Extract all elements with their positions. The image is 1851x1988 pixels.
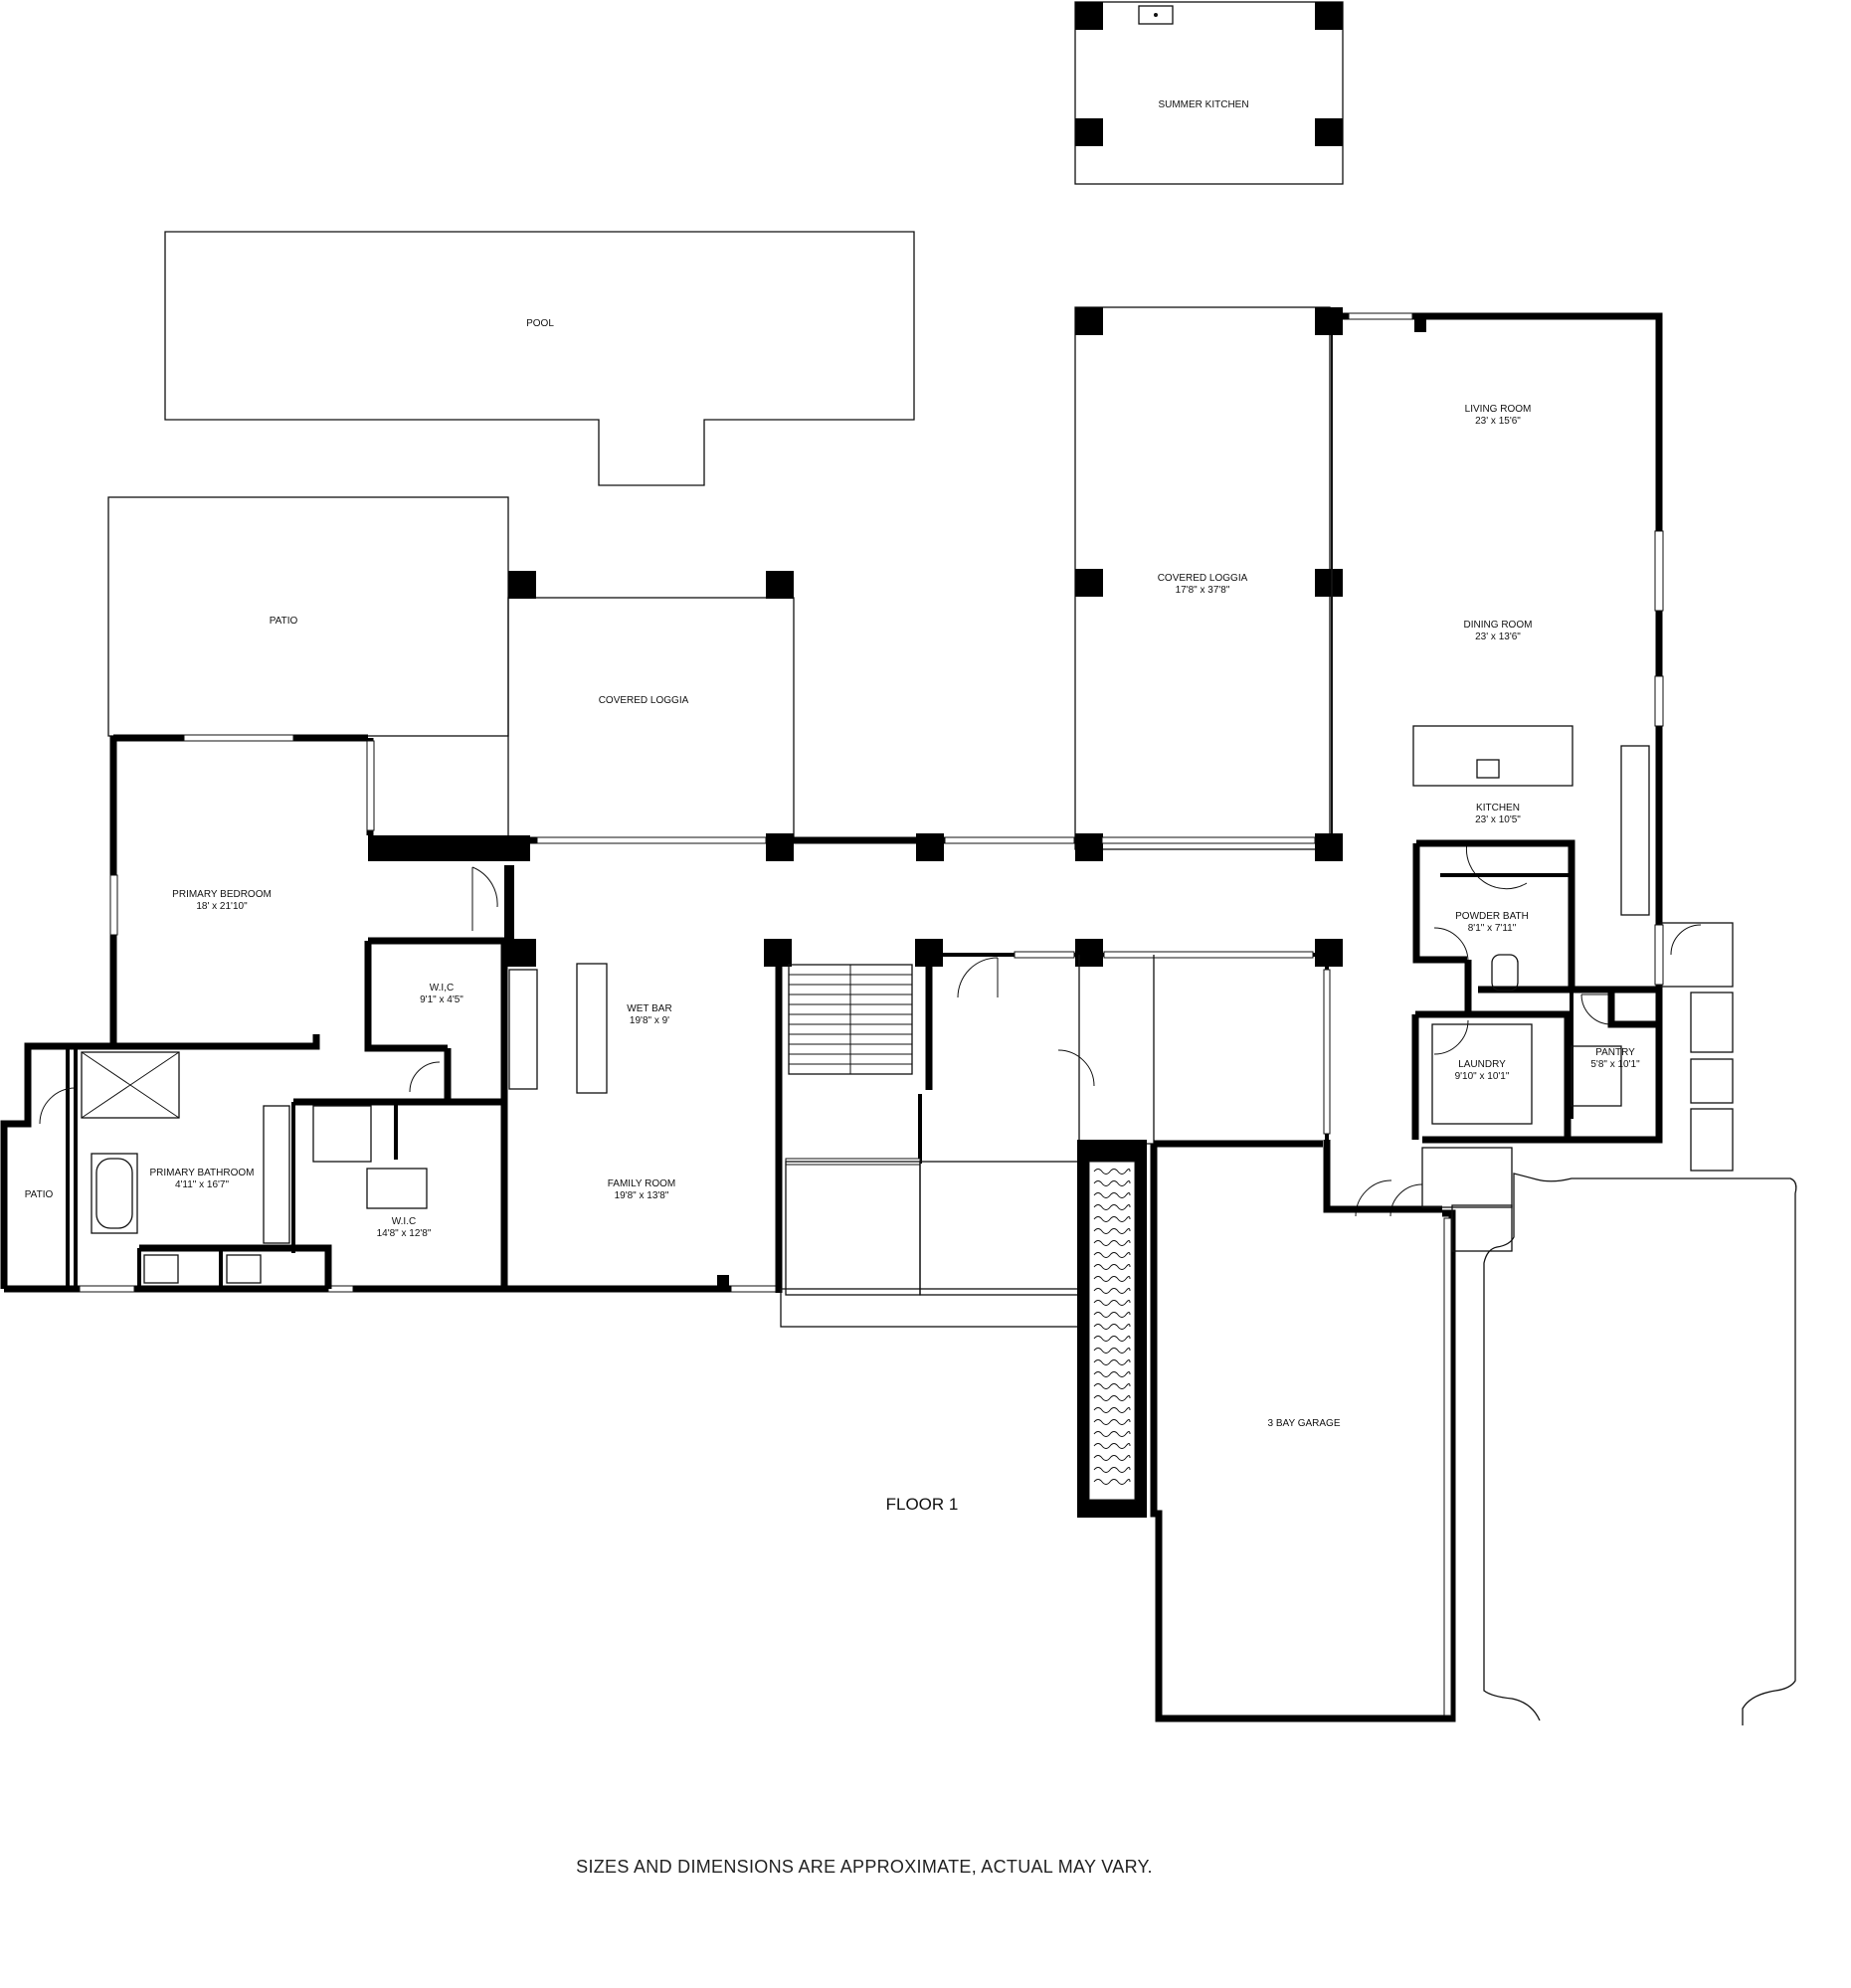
living-room-name: LIVING ROOM bbox=[1465, 404, 1532, 415]
summer-kitchen-name: SUMMER KITCHEN bbox=[1158, 99, 1248, 110]
primary-bathroom-name: PRIMARY BATHROOM bbox=[149, 1168, 254, 1178]
wave-line bbox=[1093, 1169, 1131, 1175]
wave-line bbox=[1093, 1419, 1131, 1425]
wic-small-dims: 9'1" x 4'5" bbox=[420, 994, 463, 1005]
wave-line bbox=[1093, 1252, 1131, 1258]
covered-loggia-left-name: COVERED LOGGIA bbox=[599, 695, 689, 706]
interior-walls-right bbox=[1411, 725, 1734, 1172]
wave-line bbox=[1093, 1407, 1131, 1413]
laundry-dims: 9'10" x 10'1" bbox=[1455, 1071, 1510, 1082]
wave-line bbox=[1093, 1276, 1131, 1282]
wave-line bbox=[1093, 1192, 1131, 1198]
wave-line bbox=[1093, 1204, 1131, 1210]
wave-line bbox=[1093, 1288, 1131, 1294]
dining-room-dims: 23' x 13'6" bbox=[1475, 632, 1521, 642]
powder-bath-name: POWDER BATH bbox=[1455, 911, 1529, 922]
wave-line bbox=[1093, 1216, 1131, 1222]
room-labels: SUMMER KITCHEN POOL PATIO COVERED LOGGIA… bbox=[25, 99, 1640, 1429]
wet-bar-dims: 19'8" x 9' bbox=[630, 1015, 669, 1026]
bath-fixtures bbox=[81, 1051, 428, 1284]
wave-line bbox=[1093, 1264, 1131, 1270]
patio-top-name: PATIO bbox=[270, 616, 298, 627]
exterior-walls bbox=[0, 312, 1664, 1293]
wave-line bbox=[1093, 1455, 1131, 1461]
pool-outline bbox=[164, 231, 915, 486]
doors bbox=[39, 841, 1702, 1217]
wave-line bbox=[1093, 1240, 1131, 1246]
living-room-dims: 23' x 15'6" bbox=[1475, 416, 1521, 427]
summer-kitchen bbox=[1074, 1, 1344, 185]
wave-line bbox=[1093, 1395, 1131, 1401]
wic-small-name: W.I,C bbox=[430, 983, 454, 994]
wave-line bbox=[1093, 1479, 1131, 1485]
kitchen-dims: 23' x 10'5" bbox=[1475, 814, 1521, 825]
interior-walls-left bbox=[66, 865, 536, 1289]
covered-loggia-right-dims: 17'8" x 37'8" bbox=[1176, 585, 1230, 596]
interior-walls-center bbox=[508, 939, 1343, 1328]
laundry-name: LAUNDRY bbox=[1458, 1059, 1506, 1070]
water-feature bbox=[1077, 1140, 1147, 1518]
primary-bedroom-dims: 18' x 21'10" bbox=[196, 901, 248, 912]
wic-large-name: W.I.C bbox=[392, 1216, 416, 1227]
floor-label: FLOOR 1 bbox=[886, 1495, 959, 1514]
disclaimer-text: SIZES AND DIMENSIONS ARE APPROXIMATE, AC… bbox=[576, 1857, 1153, 1877]
garage-name: 3 BAY GARAGE bbox=[1268, 1418, 1341, 1429]
kitchen-name: KITCHEN bbox=[1476, 803, 1520, 813]
garage-walls bbox=[1150, 1140, 1797, 1725]
family-room-dims: 19'8" x 13'8" bbox=[615, 1190, 669, 1201]
water-feature-waves bbox=[1093, 1169, 1131, 1485]
family-room-name: FAMILY ROOM bbox=[608, 1178, 676, 1189]
wave-line bbox=[1093, 1180, 1131, 1186]
wave-line bbox=[1093, 1467, 1131, 1473]
pantry-dims: 5'8" x 10'1" bbox=[1590, 1059, 1640, 1070]
patio-left-name: PATIO bbox=[25, 1189, 54, 1200]
wave-line bbox=[1093, 1336, 1131, 1342]
wet-bar-name: WET BAR bbox=[627, 1003, 671, 1014]
patio-top-area bbox=[107, 496, 509, 737]
wave-line bbox=[1093, 1348, 1131, 1354]
primary-bedroom-name: PRIMARY BEDROOM bbox=[172, 889, 272, 900]
wave-line bbox=[1093, 1443, 1131, 1449]
wave-line bbox=[1093, 1324, 1131, 1330]
primary-bathroom-dims: 4'11" x 16'7" bbox=[175, 1179, 230, 1190]
covered-loggia-left-area bbox=[507, 597, 795, 841]
wave-line bbox=[1093, 1300, 1131, 1306]
wave-line bbox=[1093, 1359, 1131, 1365]
wic-large-dims: 14'8" x 12'8" bbox=[377, 1228, 432, 1239]
powder-bath-dims: 8'1" x 7'11" bbox=[1468, 923, 1517, 934]
wave-line bbox=[1093, 1383, 1131, 1389]
covered-loggia-right-name: COVERED LOGGIA bbox=[1158, 573, 1248, 584]
wave-line bbox=[1093, 1312, 1131, 1318]
pool-name: POOL bbox=[526, 318, 554, 329]
pantry-name: PANTRY bbox=[1595, 1047, 1635, 1058]
wave-line bbox=[1093, 1228, 1131, 1234]
wave-line bbox=[1093, 1431, 1131, 1437]
wave-line bbox=[1093, 1371, 1131, 1377]
dining-room-name: DINING ROOM bbox=[1464, 620, 1533, 631]
